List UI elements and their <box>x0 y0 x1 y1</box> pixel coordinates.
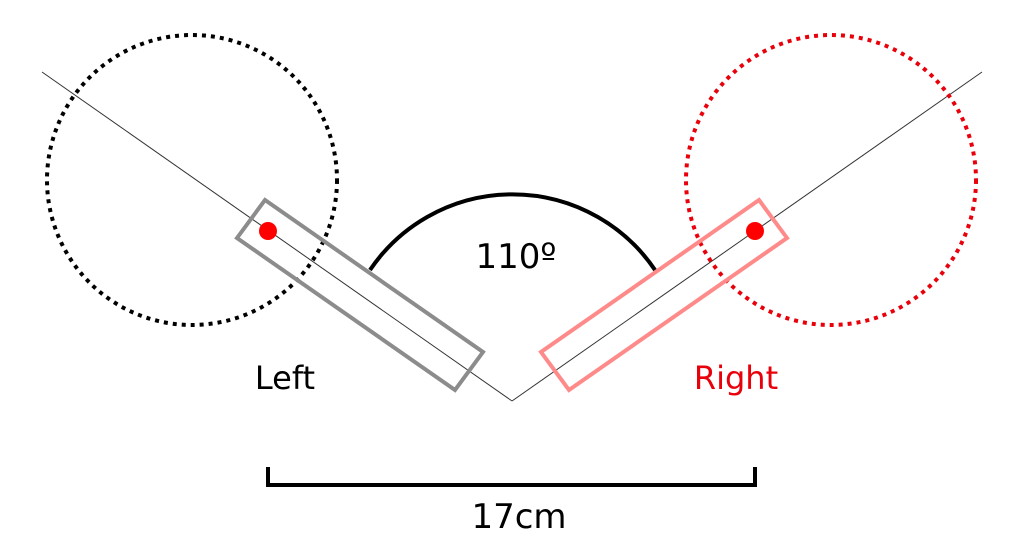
right-axis-line <box>511 71 983 402</box>
right-range-circle <box>684 33 978 327</box>
distance-label: 17cm <box>471 497 566 537</box>
left-range-circle <box>45 33 339 327</box>
left-label: Left <box>255 359 315 397</box>
right-bar <box>538 197 790 393</box>
scale-bar <box>266 467 757 487</box>
angle-label: 110º <box>476 237 557 277</box>
left-pivot-dot <box>259 222 277 240</box>
right-pivot-dot <box>746 222 764 240</box>
angle-arc <box>368 192 657 272</box>
left-axis-line <box>41 71 513 402</box>
left-bar <box>234 197 486 393</box>
right-label: Right <box>694 359 778 397</box>
